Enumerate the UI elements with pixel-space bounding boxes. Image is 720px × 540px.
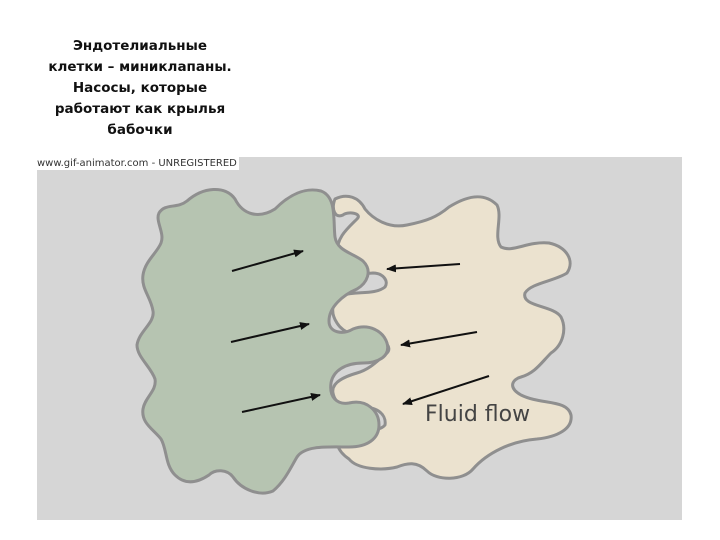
diagram-panel: Fluid flow <box>37 157 682 520</box>
slide-title: Эндотелиальные клетки – миниклапаны. Нас… <box>20 36 260 141</box>
diagram-canvas: Fluid flow <box>37 157 682 520</box>
fluid-flow-label: Fluid flow <box>425 402 530 427</box>
watermark: www.gif-animator.com - UNREGISTERED <box>37 157 239 170</box>
